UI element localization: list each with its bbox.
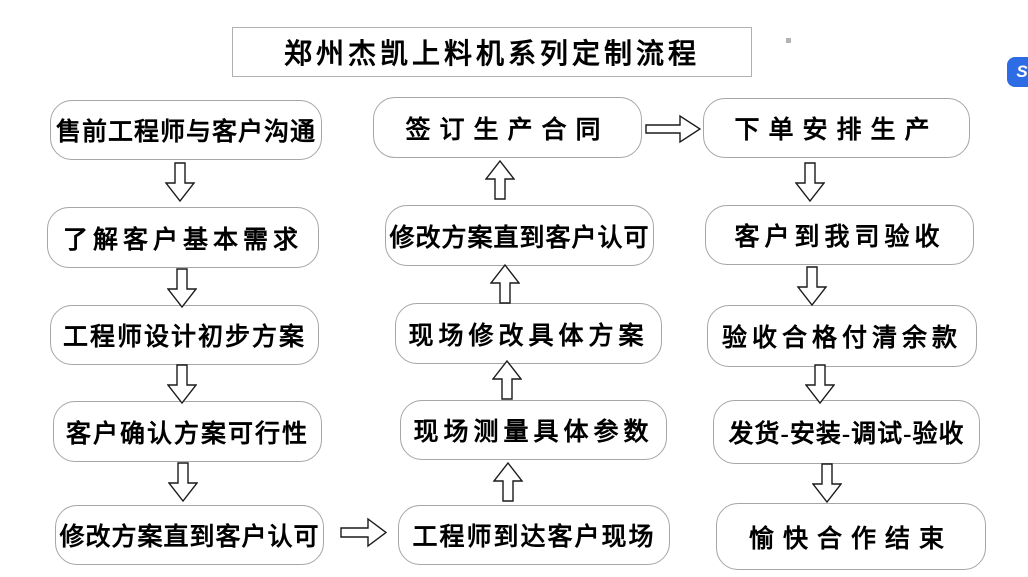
step-ship-install-debug-accept: 发货-安装-调试-验收 — [713, 400, 980, 464]
step-revise-until-approved-2: 修改方案直到客户认可 — [385, 205, 654, 266]
s-logo-glyph: S — [1016, 62, 1028, 81]
step-customer-acceptance-visit: 客户到我司验收 — [705, 205, 974, 265]
step-presales-communication: 售前工程师与客户沟通 — [50, 100, 322, 160]
step-revise-until-approved-1: 修改方案直到客户认可 — [55, 505, 324, 565]
up-arrow-icon — [492, 360, 522, 400]
step-cooperation-end: 愉快合作结束 — [716, 503, 986, 570]
step-confirm-feasibility: 客户确认方案可行性 — [53, 401, 322, 462]
down-arrow-icon — [167, 268, 197, 308]
step-understand-needs: 了解客户基本需求 — [47, 207, 319, 268]
step-design-preliminary-plan: 工程师设计初步方案 — [50, 305, 319, 365]
stray-dot — [786, 38, 791, 43]
down-arrow-icon — [167, 364, 197, 404]
s-logo-floating-icon[interactable]: S — [1007, 57, 1028, 87]
step-place-order-production: 下单安排生产 — [703, 98, 970, 158]
down-arrow-icon — [165, 162, 195, 202]
down-arrow-icon — [168, 462, 198, 502]
step-pay-balance: 验收合格付清余款 — [707, 305, 977, 367]
down-arrow-icon — [812, 463, 842, 503]
down-arrow-icon — [797, 266, 827, 306]
up-arrow-icon — [485, 160, 515, 200]
down-arrow-icon — [805, 364, 835, 404]
step-measure-parameters: 现场测量具体参数 — [400, 400, 667, 460]
right-arrow-icon — [645, 114, 701, 144]
up-arrow-icon — [490, 264, 520, 304]
flowchart-title: 郑州杰凯上料机系列定制流程 — [232, 27, 752, 77]
up-arrow-icon — [493, 462, 523, 502]
step-sign-contract: 签订生产合同 — [373, 97, 642, 158]
step-revise-plan-onsite: 现场修改具体方案 — [395, 303, 662, 364]
right-arrow-icon — [340, 517, 387, 548]
step-engineer-arrives-site: 工程师到达客户现场 — [398, 505, 670, 565]
down-arrow-icon — [795, 162, 825, 202]
